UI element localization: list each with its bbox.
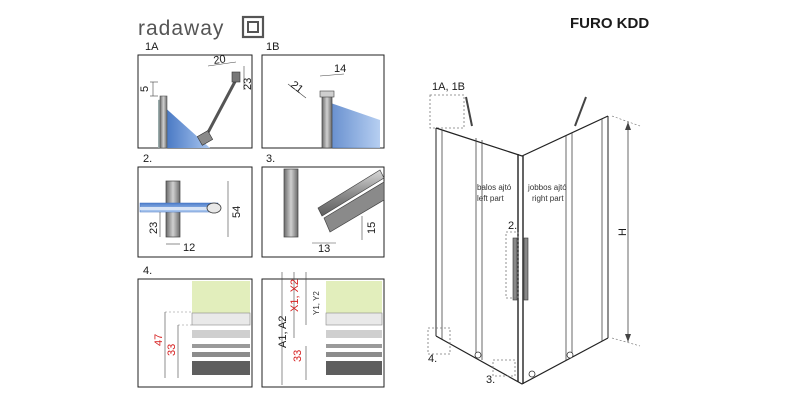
panel-4b: X1, X2 Y1, Y2 A1, A2 33 <box>261 272 385 388</box>
glass-pane <box>322 100 380 148</box>
panel-label-4: 4. <box>143 265 152 277</box>
handle-knob <box>206 202 222 214</box>
panel-1a: 1A 5 20 23 <box>137 41 254 149</box>
logo-square-icon <box>241 15 265 39</box>
dim-3-13: 13 <box>318 243 330 255</box>
panel-4: 4. 47 33 <box>137 265 253 388</box>
right-part-hu: jobbos ajtó <box>527 183 567 192</box>
bottom-rail <box>317 169 385 217</box>
panel-label-1a: 1A <box>145 41 159 53</box>
panel-label-1b: 1B <box>266 41 279 53</box>
panel-2: 2. 23 54 12 <box>137 153 253 258</box>
panel-label-3: 3. <box>266 153 275 165</box>
wall-area <box>192 281 250 313</box>
dim-1a-20: 20 <box>213 53 227 67</box>
dim-2-23: 23 <box>148 222 160 234</box>
panel-1b: 1B 14 21 <box>261 41 385 149</box>
dim-1b-14: 14 <box>334 63 346 75</box>
panel-frame <box>137 54 253 149</box>
callout-box-2 <box>505 231 519 299</box>
right-part-en: right part <box>532 194 564 203</box>
wall-profile <box>321 93 333 149</box>
dim-4b-a: A1, A2 <box>277 316 289 348</box>
callout-4: 4. <box>428 353 437 365</box>
wall-area <box>326 281 382 313</box>
callout-3: 3. <box>486 374 495 386</box>
dim-1a-23: 23 <box>242 78 254 90</box>
dim-3-15: 15 <box>366 222 378 234</box>
callout-box-4 <box>427 327 451 355</box>
product-title: FURO KDD <box>570 15 649 32</box>
callout-box-3 <box>492 359 516 377</box>
panel-3: 3. 13 15 <box>261 153 385 258</box>
dim-4b-x: X1, X2 <box>289 279 301 312</box>
dim-2-54: 54 <box>231 206 243 218</box>
support-arm <box>202 75 240 141</box>
overview-drawing: 1A, 1B 2. 4. 3. balos ajtó left part job… <box>427 81 641 386</box>
dim-4b-y: Y1, Y2 <box>312 291 321 315</box>
right-handle <box>523 237 529 301</box>
brand-name: radaway <box>138 17 224 40</box>
left-part-hu: balos ajtó <box>477 183 512 192</box>
callout-box-1 <box>429 94 465 129</box>
brand-logo: radaway <box>138 15 265 40</box>
dim-2-12: 12 <box>183 242 195 254</box>
callout-1a-1b: 1A, 1B <box>432 81 465 93</box>
dim-1b-21: 21 <box>288 79 305 96</box>
dim-4-47: 47 <box>153 334 165 346</box>
dim-4b-33: 33 <box>292 350 304 362</box>
left-part-en: left part <box>477 194 504 203</box>
dim-4-33: 33 <box>166 344 178 356</box>
dim-1a-5: 5 <box>139 86 151 92</box>
callout-2: 2. <box>508 220 517 232</box>
left-handle <box>512 237 518 301</box>
height-label: H <box>617 228 629 236</box>
panel-label-2: 2. <box>143 153 152 165</box>
